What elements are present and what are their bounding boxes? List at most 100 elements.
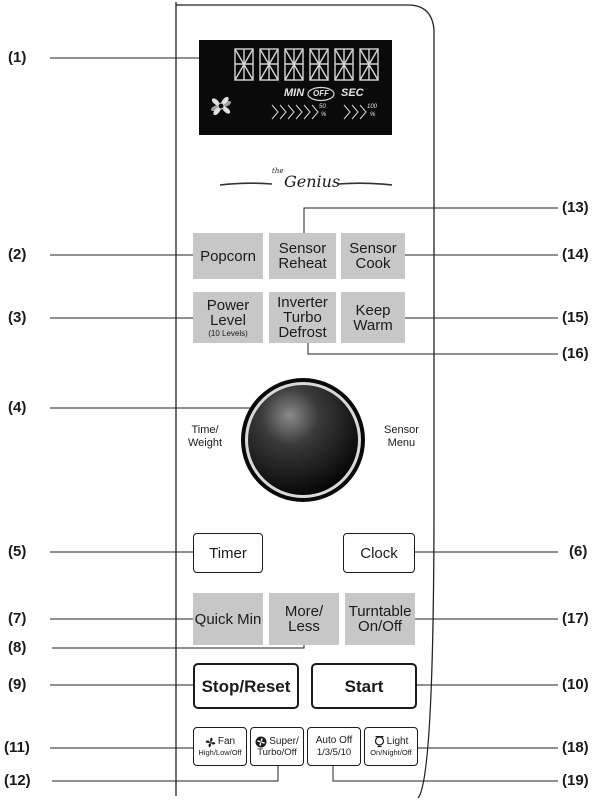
defrost-line-3: Defrost [278, 324, 327, 341]
callout-2: (2) [8, 246, 27, 263]
light-sub: On/Night/Off [370, 748, 412, 757]
fan-label: Fan [217, 736, 236, 747]
sensor-reheat-line-1: Sensor [278, 240, 327, 257]
lcd-off-oval [307, 86, 335, 102]
popcorn-label: Popcorn [200, 247, 256, 265]
callout-14: (14) [562, 246, 589, 263]
callout-10: (10) [562, 676, 589, 693]
clock-label: Clock [360, 544, 398, 562]
callout-12: (12) [4, 772, 31, 789]
lcd-pct-low: 50 [319, 104, 326, 110]
callout-3: (3) [8, 309, 27, 326]
callout-11: (11) [4, 739, 30, 756]
light-bulb-icon [374, 736, 384, 748]
sensor-cook-line-1: Sensor [349, 240, 397, 257]
dial-knob[interactable] [238, 375, 368, 505]
sensor-reheat-button[interactable]: Sensor Reheat [269, 233, 336, 279]
keep-warm-button[interactable]: Keep Warm [341, 292, 405, 343]
more-less-line-1: More/ [284, 603, 324, 620]
leader-16 [307, 340, 558, 355]
leader-19 [332, 766, 558, 782]
sensor-cook-line-2: Cook [355, 255, 391, 272]
fan-icon [205, 737, 216, 747]
quick-min-label: Quick Min [194, 610, 262, 628]
dial-face [248, 385, 358, 495]
dial-left-label: Time/ Weight [188, 424, 222, 450]
turntable-button[interactable]: Turntable On/Off [345, 593, 415, 645]
more-less-button[interactable]: More/ Less [269, 593, 339, 645]
callout-19: (19) [562, 772, 589, 789]
lcd-fan-icon [211, 96, 231, 116]
callout-17: (17) [562, 610, 589, 627]
defrost-line-1: Inverter [277, 294, 328, 311]
dial-left-line-1: Time/ [191, 424, 219, 436]
lcd-off-label: OFF [313, 89, 329, 98]
dial-right-label: Sensor Menu [384, 424, 419, 450]
lcd-digit-1 [234, 48, 254, 81]
lcd-digit-3 [284, 48, 304, 81]
lcd-digit-4 [309, 48, 329, 81]
super-turbo-line-2: Turbo/Off [257, 746, 297, 758]
lcd-min-label: MIN [284, 87, 305, 99]
callout-16: (16) [562, 345, 589, 362]
stop-reset-button[interactable]: Stop/Reset [193, 663, 299, 709]
callout-1: (1) [8, 49, 27, 66]
inverter-turbo-defrost-button[interactable]: Inverter Turbo Defrost [269, 292, 336, 343]
leader-12 [52, 766, 279, 782]
fan-sub: High/Low/Off [198, 748, 242, 757]
light-label: Light [386, 736, 409, 747]
timer-button[interactable]: Timer [193, 533, 263, 573]
dial-left-line-2: Weight [188, 437, 223, 449]
callout-15: (15) [562, 309, 589, 326]
callout-5: (5) [8, 543, 27, 560]
lcd-pct-low-unit: % [321, 112, 327, 118]
lcd-graphics [211, 48, 379, 120]
lcd-digit-5 [334, 48, 354, 81]
start-label: Start [344, 676, 384, 696]
popcorn-button[interactable]: Popcorn [193, 233, 263, 279]
callout-8: (8) [8, 639, 27, 656]
start-button[interactable]: Start [311, 663, 417, 709]
lcd-pct-high: 100 [367, 104, 378, 110]
power-level-button[interactable]: Power Level (10 Levels) [193, 292, 263, 343]
keep-warm-line-1: Keep [355, 301, 391, 319]
turbo-fan-icon [255, 736, 267, 747]
power-level-line-2: Level [210, 311, 246, 329]
auto-off-sub: 1/3/5/10 [316, 746, 352, 758]
lcd-power-chevrons [271, 104, 367, 120]
logo-genius: Genius [284, 172, 341, 191]
fan-button[interactable]: Fan High/Low/Off [193, 727, 247, 766]
callout-9: (9) [8, 676, 27, 693]
callout-18: (18) [562, 739, 589, 756]
genius-logo-lines [219, 182, 393, 186]
leader-8 [52, 626, 305, 649]
lcd-sec-label: SEC [341, 87, 364, 99]
auto-off-label: Auto Off [315, 734, 353, 746]
sensor-cook-button[interactable]: Sensor Cook [341, 233, 405, 279]
defrost-line-2: Turbo [283, 309, 322, 326]
callout-7: (7) [8, 610, 27, 627]
quick-min-button[interactable]: Quick Min [193, 593, 263, 645]
timer-label: Timer [209, 544, 247, 562]
more-less-line-2: Less [288, 618, 320, 635]
lcd-digit-2 [259, 48, 279, 81]
super-turbo-button[interactable]: Super/ Turbo/Off [250, 727, 304, 766]
lcd-pct-high-unit: % [370, 112, 376, 118]
callout-13: (13) [562, 199, 589, 216]
turntable-line-1: Turntable [348, 603, 412, 620]
super-turbo-top: Super/ [255, 736, 299, 748]
leader-13 [303, 207, 558, 240]
fan-top: Fan [205, 736, 235, 748]
lcd-digit-6 [359, 48, 379, 81]
light-button[interactable]: Light On/Night/Off [364, 727, 418, 766]
logo-the: the [272, 167, 284, 175]
lcd-display: MIN OFF SEC 50 % 100 % [199, 40, 392, 135]
dial-right-line-2: Menu [387, 437, 416, 449]
power-level-line-1: Power [206, 296, 250, 314]
auto-off-button[interactable]: Auto Off 1/3/5/10 [307, 727, 361, 766]
clock-button[interactable]: Clock [343, 533, 415, 573]
keep-warm-line-2: Warm [353, 316, 393, 334]
panel-right-edge [176, 4, 435, 799]
